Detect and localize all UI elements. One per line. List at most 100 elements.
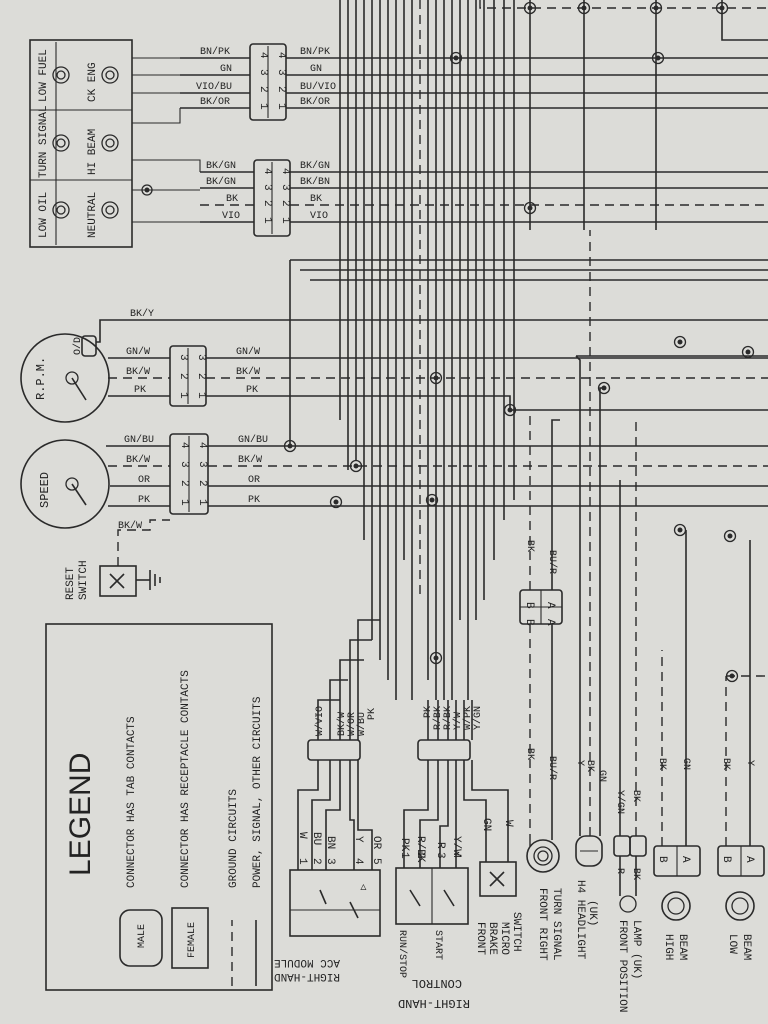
right-hand-control: PK R/BK R/BK Y/W W/PK Y/GN PK R/BK R Y/W…: [395, 651, 484, 1010]
acc-conn-wire-3: W/OR: [346, 712, 358, 736]
speed-pin-3: 3: [196, 461, 208, 468]
connector-mid-right-wire-2: BK/BN: [300, 176, 330, 188]
rpm-pin-3b: 3: [177, 354, 189, 361]
acc-wire-2: BU: [310, 832, 322, 845]
rhc-pin-3: 3: [434, 852, 446, 859]
speed-right-wire-2: BK/W: [238, 454, 262, 466]
speed-pin-1: 1: [196, 499, 208, 506]
reset-wire: BK/W: [118, 520, 142, 532]
speed-left-wire-4: PK: [138, 495, 150, 506]
connector-top-left-wire-1: BN/PK: [200, 46, 230, 58]
reset-label-1: RESET: [65, 567, 77, 600]
connector-mid-pin-3b: 3: [261, 184, 273, 191]
front-brake-label-1: FRONT: [474, 922, 486, 955]
position-lamp-wire-2: BK: [630, 868, 641, 880]
high-beam-label-1: HIGH: [662, 934, 674, 960]
rpm-pin-1b: 1: [177, 392, 189, 399]
rhc-conn-wire-6: Y/GN: [472, 706, 484, 730]
ck-eng-label: CK ENG: [87, 62, 99, 102]
front-right-turn-signal: FRONT RIGHT TURN SIGNAL: [526, 839, 562, 961]
acc-pin-1: 1: [296, 858, 308, 865]
rhc-wire-2: R/BK: [414, 836, 426, 863]
front-brake-label-2: BRAKE: [486, 922, 498, 955]
acc-module: W/VIO BK/W W/OR W/BU PK ▷ W BU BN Y OR 1…: [274, 619, 382, 982]
connector-top-left-wire-4: BK/OR: [200, 96, 230, 108]
indicator-lamp-block: LOW FUEL TURN SIGNAL LOW OIL CK ENG HI B…: [29, 39, 201, 248]
speed-pin-4b: 4: [178, 442, 190, 449]
svg-text:▷: ▷: [359, 884, 370, 890]
front-brake-gn: GN: [480, 818, 492, 831]
front-brake-label-4: SWITCH: [510, 912, 522, 952]
turn-conn-top-wire-2: BU/R: [546, 550, 558, 574]
connector-mid-pin-4b: 4: [261, 168, 273, 175]
speed-pin-2b: 2: [178, 480, 190, 487]
turn-conn-bottom-wire-1: BK: [524, 748, 535, 760]
legend-tab-text: CONNECTOR HAS TAB CONTACTS: [126, 716, 138, 888]
speed-left-wire-2: BK/W: [126, 454, 150, 466]
speed-pin-1b: 1: [178, 499, 190, 506]
connector-mid-right-wire-4: VIO: [310, 211, 328, 222]
legend-male-symbol: [119, 909, 163, 967]
turn-conn-pin-b: B: [523, 602, 535, 609]
headlight-label-2: (UK): [586, 900, 598, 926]
rhc-label-2: CONTROL: [412, 976, 462, 990]
high-beam-wire-1: BK: [656, 758, 667, 770]
speed-pin-2: 2: [196, 480, 208, 487]
connector-top-pin-1: 1: [275, 103, 287, 110]
connector-mid-pin-4: 4: [279, 168, 291, 175]
speed-right-wire-3: OR: [248, 475, 260, 486]
legend-female-label: FEMALE: [187, 922, 198, 958]
high-beam: B A BK GN HIGH BEAM: [653, 523, 701, 960]
rhc-wire-1: PK: [398, 838, 410, 852]
rhc-run-stop: RUN/STOP: [396, 930, 408, 978]
low-beam: B A BK Y LOW BEAM: [717, 529, 768, 960]
legend: LEGEND CONNECTOR HAS TAB CONTACTS CONNEC…: [45, 623, 273, 991]
connector-mid-pin-1: 1: [279, 217, 291, 224]
front-position-lamp: R BK Y/GN BK FRONT POSITION LAMP (UK): [613, 420, 647, 1012]
reset-label-2: SWITCH: [78, 560, 90, 600]
connector-mid-left-wire-4: VIO: [222, 211, 240, 222]
position-lamp-label-1: FRONT POSITION: [616, 920, 628, 1012]
rhc-wire-3: R: [434, 842, 446, 849]
reset-switch: RESET SWITCH BK/W: [65, 519, 170, 600]
legend-receptacle-text: CONNECTOR HAS RECEPTACLE CONTACTS: [180, 670, 192, 888]
connector-top-right-wire-2: GN: [310, 64, 322, 75]
acc-label-1: RIGHT-HAND: [274, 970, 340, 982]
neutral-label: NEUTRAL: [87, 192, 99, 238]
acc-pin-5: 5: [370, 858, 382, 865]
acc-pin-4: 4: [352, 858, 364, 865]
connector-top: 4 3 2 1 4 3 2 1 BN/PK GN VIO/BU BK/OR BN…: [180, 43, 768, 121]
acc-conn-wire-5: PK: [367, 708, 378, 720]
rpm-gauge: R.P.M. O/D BK/Y 3 2 1 3 2 1 GN/W BK/W PK…: [20, 259, 768, 446]
rpm-left-wire-1: GN/W: [126, 346, 150, 358]
connector-top-pin-4b: 4: [257, 52, 269, 59]
legend-male-label: MALE: [137, 924, 148, 948]
acc-conn-wire-1: W/VIO: [314, 706, 326, 736]
rpm-pin-1: 1: [195, 392, 207, 399]
speed-pin-4: 4: [196, 442, 208, 449]
connector-top-pin-2b: 2: [257, 86, 269, 93]
rpm-left-wire-2: BK/W: [126, 366, 150, 378]
rhc-wire-4: Y/W: [450, 836, 462, 856]
low-fuel-label: LOW FUEL: [38, 49, 50, 102]
front-brake-w: W: [502, 820, 514, 827]
hi-beam-label: HI BEAM: [87, 129, 99, 175]
connector-mid: 4 3 2 1 4 3 2 1 BK/GN BK/GN BK VIO BK/GN…: [200, 159, 768, 237]
front-right-turn-label-2: TURN SIGNAL: [550, 888, 562, 961]
acc-conn-wire-2: BK/W: [336, 712, 348, 736]
speed-pin-3b: 3: [178, 461, 190, 468]
acc-label-2: ACC MODULE: [274, 956, 340, 968]
connector-mid-left-wire-3: BK: [226, 194, 238, 205]
rhc-start: START: [432, 930, 443, 960]
acc-pin-3: 3: [324, 858, 336, 865]
high-beam-pin-a: A: [679, 856, 691, 863]
rpm-right-wire-1: GN/W: [236, 346, 260, 358]
connector-top-right-wire-3: BU/VIO: [300, 81, 336, 93]
acc-pin-2: 2: [310, 858, 322, 865]
front-brake-label-3: MICRO: [498, 922, 510, 955]
legend-female-symbol: [171, 907, 209, 969]
acc-conn-wire-4: W/BU: [356, 712, 368, 736]
low-beam-wire-2: Y: [744, 760, 755, 766]
connector-top-pin-4: 4: [275, 52, 287, 59]
